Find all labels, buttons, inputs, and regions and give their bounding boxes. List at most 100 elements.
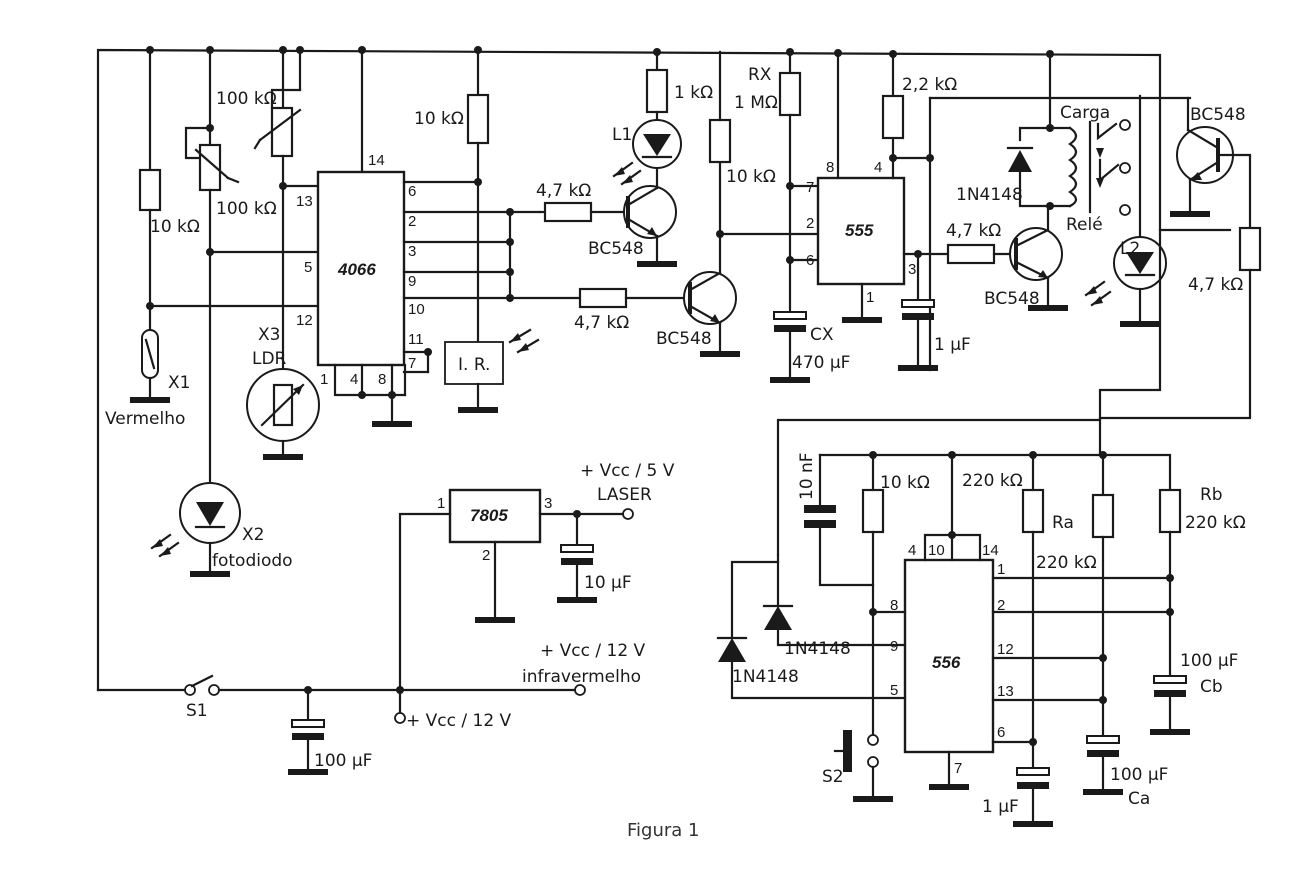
svg-text:2: 2 bbox=[482, 547, 490, 564]
ic-556-label: 556 bbox=[932, 653, 961, 672]
svg-text:11: 11 bbox=[408, 331, 424, 348]
svg-text:L1: L1 bbox=[612, 125, 632, 145]
svg-text:LASER: LASER bbox=[597, 485, 652, 505]
svg-text:3: 3 bbox=[408, 243, 416, 260]
svg-text:14: 14 bbox=[368, 152, 385, 169]
svg-text:10 kΩ: 10 kΩ bbox=[414, 109, 464, 129]
svg-text:3: 3 bbox=[908, 261, 916, 278]
svg-text:1 µF: 1 µF bbox=[934, 335, 971, 355]
svg-text:X2: X2 bbox=[242, 525, 264, 545]
svg-text:fotodiodo: fotodiodo bbox=[212, 551, 293, 571]
ic-556: 556 bbox=[716, 418, 1190, 827]
transistor-q4-stage bbox=[1098, 96, 1262, 457]
svg-text:Ra: Ra bbox=[1052, 513, 1074, 533]
svg-text:Cb: Cb bbox=[1200, 677, 1223, 697]
svg-text:BC548: BC548 bbox=[1190, 105, 1246, 125]
pot-100k-right bbox=[270, 106, 294, 158]
svg-text:220 kΩ: 220 kΩ bbox=[962, 471, 1023, 491]
svg-text:13: 13 bbox=[296, 193, 313, 210]
svg-text:1 MΩ: 1 MΩ bbox=[734, 93, 778, 113]
svg-text:S2: S2 bbox=[822, 767, 844, 787]
svg-text:Relé: Relé bbox=[1066, 215, 1103, 235]
svg-text:9: 9 bbox=[408, 273, 416, 290]
transistor-q3 bbox=[1009, 227, 1063, 281]
svg-text:6: 6 bbox=[997, 724, 1005, 741]
svg-text:Carga: Carga bbox=[1060, 103, 1110, 123]
svg-text:2: 2 bbox=[806, 215, 814, 232]
svg-text:100 µF: 100 µF bbox=[1110, 765, 1168, 785]
svg-text:7: 7 bbox=[408, 355, 416, 372]
transistor-q2-stage bbox=[578, 50, 820, 357]
ic-4066: 4066 14 6 2 3 9 10 11 7 13 5 12 bbox=[296, 152, 582, 427]
svg-text:1: 1 bbox=[997, 561, 1005, 578]
svg-text:14: 14 bbox=[982, 542, 999, 559]
svg-text:220 kΩ: 220 kΩ bbox=[1185, 513, 1246, 533]
ir-module bbox=[444, 341, 504, 385]
svg-text:6: 6 bbox=[408, 183, 416, 200]
svg-text:7: 7 bbox=[806, 179, 814, 196]
relay-driver bbox=[946, 94, 1167, 327]
svg-text:100 kΩ: 100 kΩ bbox=[216, 199, 277, 219]
svg-text:4: 4 bbox=[908, 542, 916, 559]
svg-text:12: 12 bbox=[296, 312, 313, 329]
svg-text:CX: CX bbox=[810, 325, 834, 345]
svg-text:10 nF: 10 nF bbox=[797, 452, 817, 500]
svg-text:X3: X3 bbox=[258, 325, 280, 345]
svg-text:BC548: BC548 bbox=[984, 289, 1040, 309]
svg-text:8: 8 bbox=[378, 371, 386, 388]
ir-emitter bbox=[444, 93, 540, 413]
svg-text:2,2 kΩ: 2,2 kΩ bbox=[902, 75, 957, 95]
supply-rail bbox=[96, 46, 1232, 692]
svg-text:1 kΩ: 1 kΩ bbox=[674, 83, 713, 103]
svg-text:Ca: Ca bbox=[1128, 789, 1150, 809]
svg-text:1N4148: 1N4148 bbox=[956, 185, 1023, 205]
svg-text:10 kΩ: 10 kΩ bbox=[726, 167, 776, 187]
svg-text:L2: L2 bbox=[1120, 239, 1140, 259]
svg-text:3: 3 bbox=[544, 495, 552, 512]
svg-text:100 µF: 100 µF bbox=[314, 751, 372, 771]
svg-text:+ Vcc / 12 V: + Vcc / 12 V bbox=[540, 641, 646, 661]
svg-text:1N4148: 1N4148 bbox=[784, 639, 851, 659]
input-sensors bbox=[130, 46, 320, 577]
svg-text:+ Vcc / 5 V: + Vcc / 5 V bbox=[580, 461, 675, 481]
svg-text:1N4148: 1N4148 bbox=[732, 667, 799, 687]
ic-4066-label: 4066 bbox=[337, 260, 376, 279]
ic-7805-label: 7805 bbox=[470, 506, 508, 525]
svg-text:10 kΩ: 10 kΩ bbox=[150, 217, 200, 237]
svg-text:8: 8 bbox=[826, 159, 834, 176]
svg-text:10 kΩ: 10 kΩ bbox=[880, 473, 930, 493]
power-input bbox=[96, 674, 586, 775]
svg-text:9: 9 bbox=[890, 638, 898, 655]
figure-caption: Figura 1 bbox=[627, 820, 699, 841]
svg-text:7: 7 bbox=[954, 760, 962, 777]
regulator-7805: 7805 1 2 3 bbox=[398, 488, 634, 692]
svg-text:1 µF: 1 µF bbox=[982, 797, 1019, 817]
svg-text:470 µF: 470 µF bbox=[792, 353, 850, 373]
svg-text:100 kΩ: 100 kΩ bbox=[216, 89, 277, 109]
svg-text:RX: RX bbox=[748, 65, 772, 85]
svg-text:2: 2 bbox=[408, 213, 416, 230]
svg-text:2: 2 bbox=[997, 597, 1005, 614]
svg-text:12: 12 bbox=[997, 641, 1014, 658]
svg-text:X1: X1 bbox=[168, 373, 190, 393]
svg-text:BC548: BC548 bbox=[588, 239, 644, 259]
svg-text:4,7 kΩ: 4,7 kΩ bbox=[536, 181, 591, 201]
svg-text:LDR: LDR bbox=[252, 349, 287, 369]
svg-text:6: 6 bbox=[806, 252, 814, 269]
svg-text:10: 10 bbox=[928, 542, 945, 559]
ic-555: 555 8 4 7 2 6 3 1 bbox=[770, 71, 1192, 383]
svg-text:1: 1 bbox=[866, 289, 874, 306]
svg-text:4: 4 bbox=[874, 159, 882, 176]
svg-text:Rb: Rb bbox=[1200, 485, 1223, 505]
svg-text:+ Vcc / 12 V: + Vcc / 12 V bbox=[406, 711, 512, 731]
svg-text:1: 1 bbox=[437, 495, 445, 512]
svg-text:10 µF: 10 µF bbox=[584, 573, 632, 593]
svg-text:5: 5 bbox=[304, 259, 312, 276]
component-labels: 100 kΩ 100 kΩ 10 kΩ X1 Vermelho X3 LDR X… bbox=[105, 65, 1246, 817]
svg-text:BC548: BC548 bbox=[656, 329, 712, 349]
svg-text:4,7 kΩ: 4,7 kΩ bbox=[574, 313, 629, 333]
svg-text:10: 10 bbox=[408, 301, 425, 318]
resistor-10k-ir bbox=[466, 93, 490, 145]
svg-text:4,7 kΩ: 4,7 kΩ bbox=[946, 221, 1001, 241]
